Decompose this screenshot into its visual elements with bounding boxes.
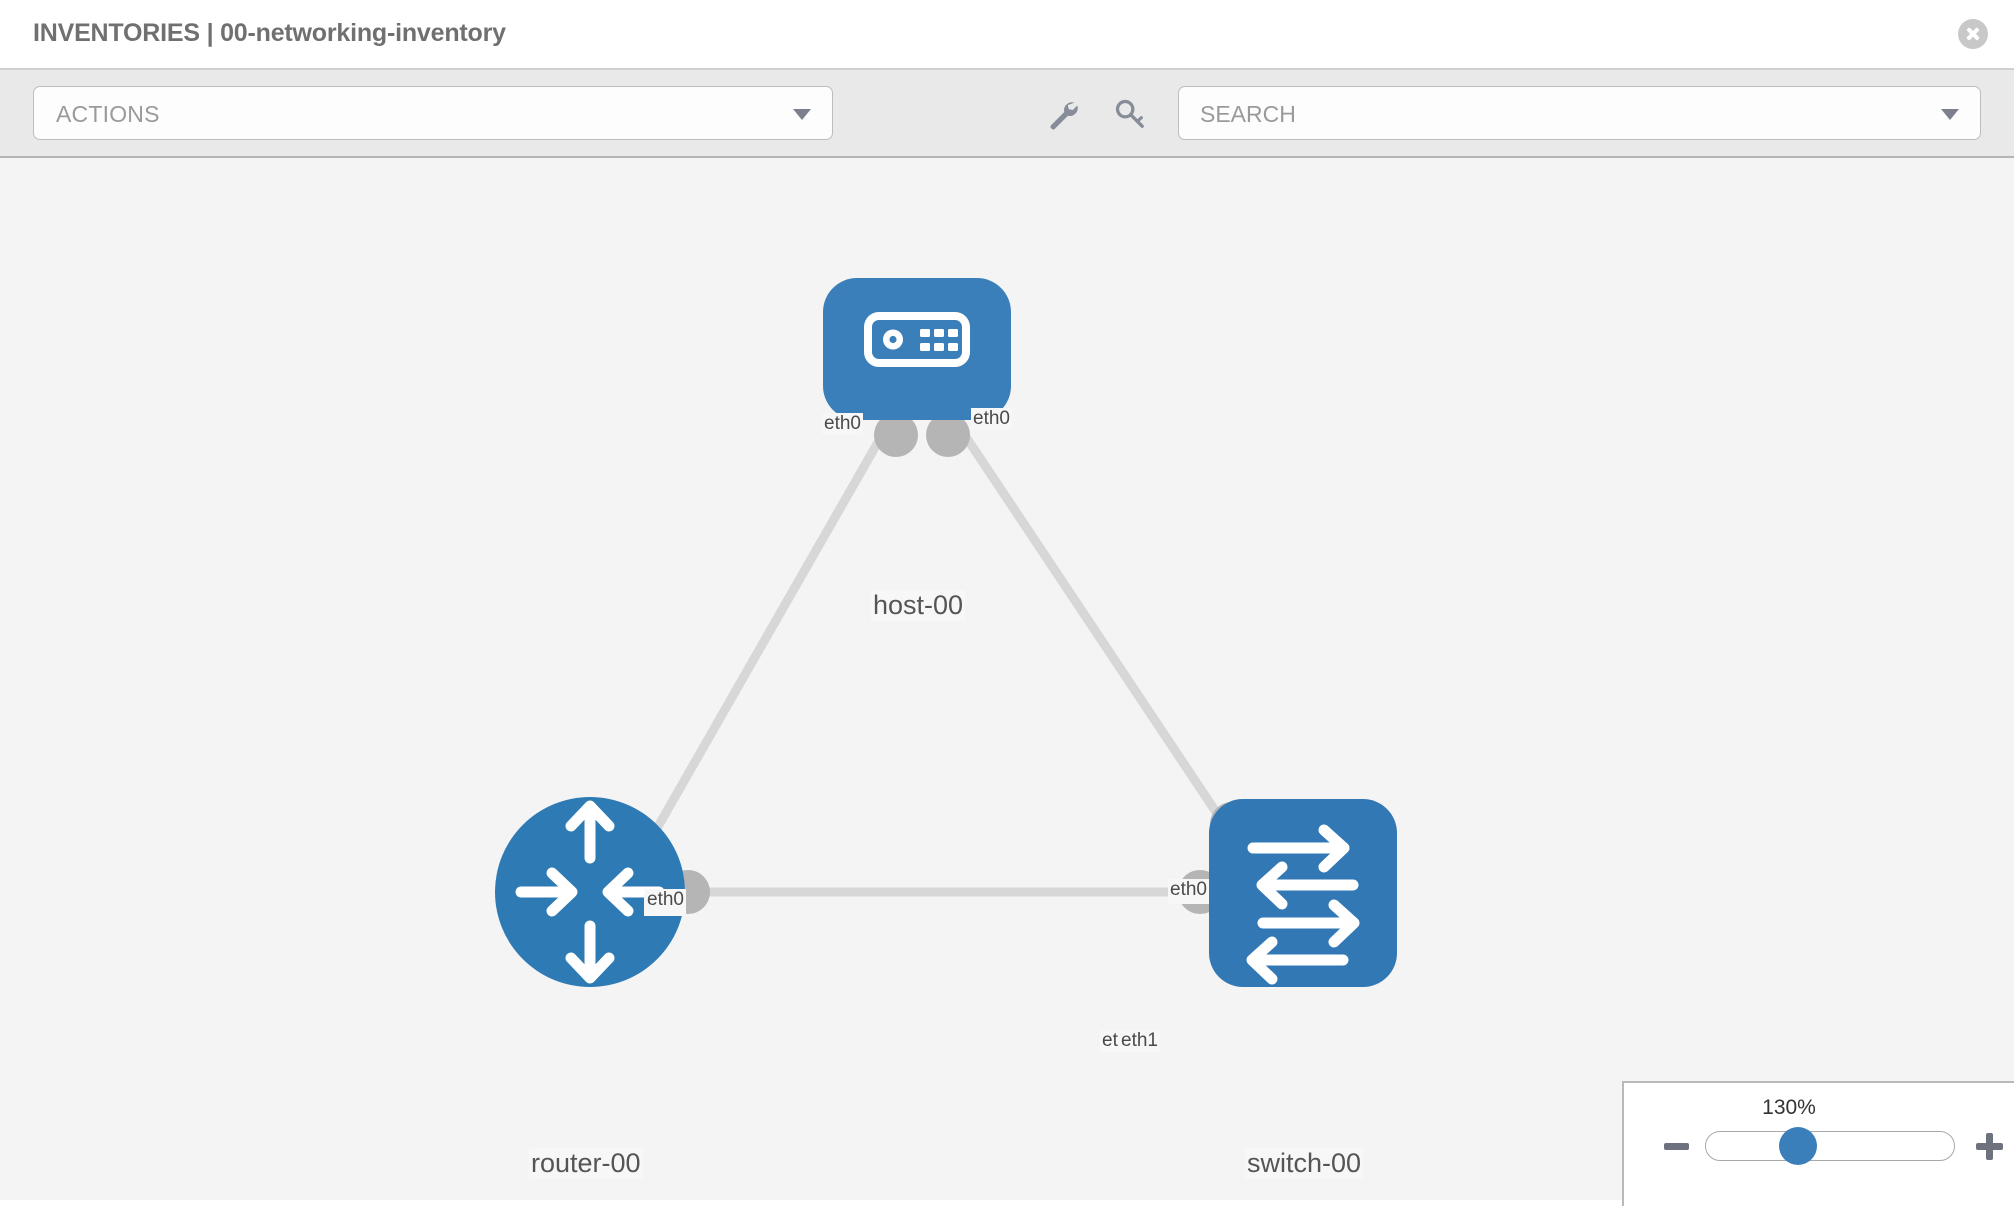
node-label-host: host-00 (871, 590, 966, 621)
topology-canvas[interactable]: eth0 eth0 eth0 eth0 eth1 eth0 eth0 eth0 … (0, 158, 2014, 1200)
server-icon (864, 312, 970, 367)
iface-label: eth1 (1119, 1030, 1160, 1052)
actions-dropdown-label: ACTIONS (56, 101, 160, 127)
iface-label-switch-uplink: eth0 (1168, 879, 1209, 901)
switch-arrows-icon (1246, 824, 1360, 985)
connector-host-right (926, 413, 970, 457)
zoom-slider-track[interactable] (1705, 1131, 1955, 1161)
wrench-icon[interactable] (1046, 97, 1080, 131)
close-icon[interactable] (1958, 19, 1988, 49)
node-label-router: router-00 (529, 1148, 643, 1179)
chevron-down-icon (793, 109, 811, 120)
search-input[interactable] (1198, 87, 1902, 141)
iface-label: eth0 (971, 408, 1012, 430)
iface-label: eth0 (822, 413, 863, 435)
topology-graph (495, 278, 1397, 987)
iface-label-router-uplink: eth0 (645, 889, 686, 911)
node-host-00[interactable] (823, 278, 1011, 420)
search-box[interactable] (1178, 86, 1981, 141)
key-icon[interactable] (1113, 97, 1147, 131)
actions-dropdown[interactable]: ACTIONS (33, 86, 833, 140)
zoom-control-panel: 130% (1622, 1081, 2014, 1206)
plus-icon[interactable] (1976, 1133, 2003, 1160)
page-title: INVENTORIES | 00-networking-inventory (33, 19, 506, 47)
zoom-level-value: 130% (1762, 1096, 1816, 1119)
link-host-switch (948, 413, 1244, 851)
minus-icon[interactable] (1664, 1143, 1689, 1150)
node-switch-00[interactable] (1209, 799, 1397, 987)
node-router-00[interactable] (495, 797, 685, 987)
router-arrows-icon (515, 800, 665, 984)
chevron-down-icon[interactable] (1941, 109, 1959, 120)
page-header: INVENTORIES | 00-networking-inventory (0, 0, 2014, 68)
node-label-switch: switch-00 (1245, 1148, 1364, 1179)
connector-host-left (874, 413, 918, 457)
toolbar: ACTIONS (0, 68, 2014, 158)
link-host-router (636, 413, 897, 861)
zoom-slider-handle[interactable] (1779, 1127, 1817, 1165)
